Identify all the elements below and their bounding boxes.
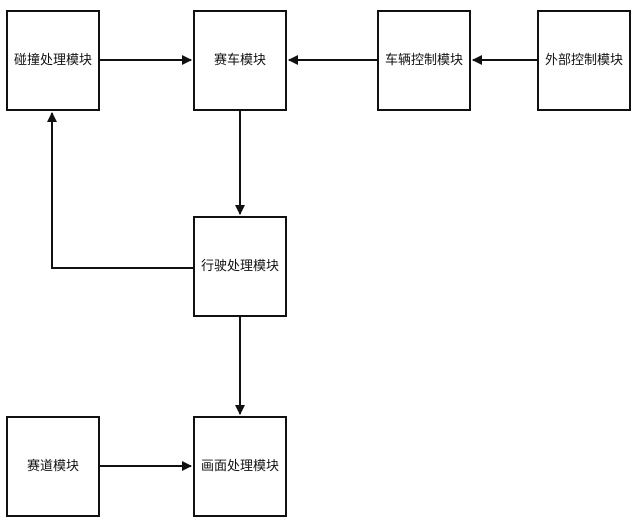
node-driving-module: 行驶处理模块 — [193, 216, 287, 317]
node-collision-module: 碰撞处理模块 — [6, 10, 100, 111]
node-vehicle-control-label: 车辆控制模块 — [384, 52, 463, 68]
node-racecar-label: 赛车模块 — [213, 52, 266, 68]
node-driving-label: 行驶处理模块 — [200, 258, 279, 274]
node-collision-label: 碰撞处理模块 — [13, 52, 92, 68]
node-external-control-module: 外部控制模块 — [537, 10, 631, 111]
edge-driving-to-collision — [47, 112, 193, 269]
node-track-module: 赛道模块 — [6, 416, 100, 517]
node-render-label: 画面处理模块 — [200, 458, 279, 474]
node-track-label: 赛道模块 — [26, 458, 79, 474]
node-render-module: 画面处理模块 — [193, 416, 287, 517]
node-vehicle-control-module: 车辆控制模块 — [377, 10, 471, 111]
node-external-control-label: 外部控制模块 — [544, 52, 623, 68]
node-racecar-module: 赛车模块 — [193, 10, 287, 111]
